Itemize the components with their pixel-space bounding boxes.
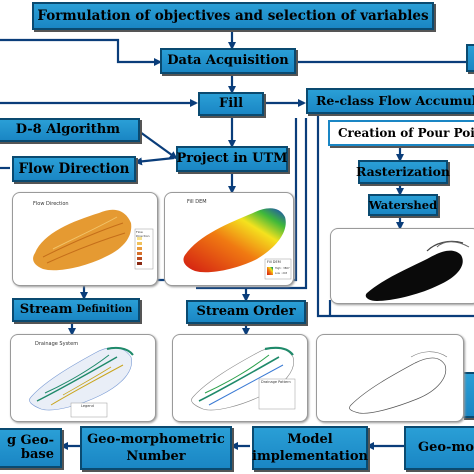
watershed-map-graphic — [365, 240, 470, 301]
fill-dem-legend-high: High : 3867 — [275, 267, 290, 270]
geomorph-number-label-b: Number — [126, 448, 186, 464]
top-right-edge-box — [466, 44, 474, 72]
arrow-left-to-acquisition — [0, 38, 162, 66]
flow-direction-legend-title: Flow Direction — [136, 230, 150, 238]
stream-order-label-a: Stream — [196, 304, 250, 320]
arrow-project-to-flowdir — [134, 156, 175, 166]
geo-mo-label: Geo-mo — [418, 440, 474, 456]
rasterization-box: Rasterization — [355, 160, 451, 184]
data-acquisition-box: Data Acquisition — [160, 48, 296, 74]
project-utm-label: Project in UTM — [176, 151, 288, 167]
ranking-label-a: g Geo- — [6, 433, 54, 449]
geomorph-number-box: Geo-morphometric Number — [80, 426, 232, 470]
stream-definition-box: Stream Definition — [12, 298, 140, 322]
stream-definition-label-b: Definition — [76, 303, 133, 315]
stream-order-box: Stream Order — [186, 300, 306, 324]
stream-order-map-graphic — [191, 346, 296, 411]
drainage-map-graphic — [29, 346, 134, 418]
project-utm-box: Project in UTM — [176, 146, 288, 172]
geo-mo-box: Geo-mo — [404, 426, 474, 470]
stream-order-map: Drainage Pattern — [172, 334, 308, 422]
formulation-box: Formulation of objectives and selection … — [32, 2, 434, 30]
fill-box: Fill — [198, 92, 264, 116]
watershed-map — [330, 228, 474, 304]
drainage-map: Drainage System Legend — [10, 334, 156, 422]
reclass-label: Re-class Flow Accumul — [316, 93, 474, 109]
watershed-outline-map — [316, 334, 464, 422]
ranking-box: g Geo- base — [0, 428, 62, 468]
ranking-label-b: base — [20, 447, 54, 462]
reclass-box: Re-class Flow Accumul — [306, 88, 474, 114]
stream-order-legend-title: Drainage Pattern — [261, 380, 291, 384]
fill-dem-legend-low: Low : 203 — [275, 272, 288, 275]
watershed-box: Watershed — [368, 194, 438, 216]
flow-direction-label: Flow Direction — [18, 160, 130, 177]
watershed-outline-graphic — [349, 351, 448, 414]
model-implementation-label-a: Model — [287, 431, 333, 447]
flow-direction-map-title: Flow Direction — [33, 201, 69, 207]
data-acquisition-label: Data Acquisition — [167, 53, 289, 69]
rasterization-label: Rasterization — [355, 164, 451, 180]
fill-dem-legend-title: Fill DEM — [267, 260, 281, 264]
formulation-label: Formulation of objectives and selection … — [37, 7, 429, 24]
pour-points-box: Creation of Pour Points — [328, 120, 474, 146]
arrow-d8-to-project — [139, 131, 178, 160]
fill-dem-map-title: Fill DEM — [187, 199, 207, 205]
d8-algorithm-label: D-8 Algorithm — [15, 122, 120, 138]
watershed-label: Watershed — [368, 197, 438, 212]
model-implementation-box: Model implementation — [252, 426, 368, 470]
geomorph-number-label-a: Geo-morphometric — [87, 431, 225, 447]
flow-direction-box: Flow Direction — [12, 156, 136, 182]
drainage-legend-title: Legend — [81, 404, 94, 408]
fill-dem-map: Fill DEM Fill DEM High : 3867 Low : 203 — [164, 192, 294, 286]
pour-points-label: Creation of Pour Points — [338, 125, 474, 140]
drainage-map-title: Drainage System — [35, 341, 79, 347]
model-implementation-label-b: implementation — [252, 448, 368, 464]
fill-label: Fill — [218, 96, 244, 112]
fill-dem-map-graphic — [183, 208, 292, 280]
stream-definition-label-a: Stream — [19, 302, 73, 318]
flow-direction-map: Flow Direction Flow Direction — [12, 192, 158, 286]
stream-order-label-b: Order — [253, 304, 296, 320]
flow-direction-map-graphic — [33, 209, 154, 271]
d8-algorithm-box: D-8 Algorithm — [0, 118, 140, 142]
